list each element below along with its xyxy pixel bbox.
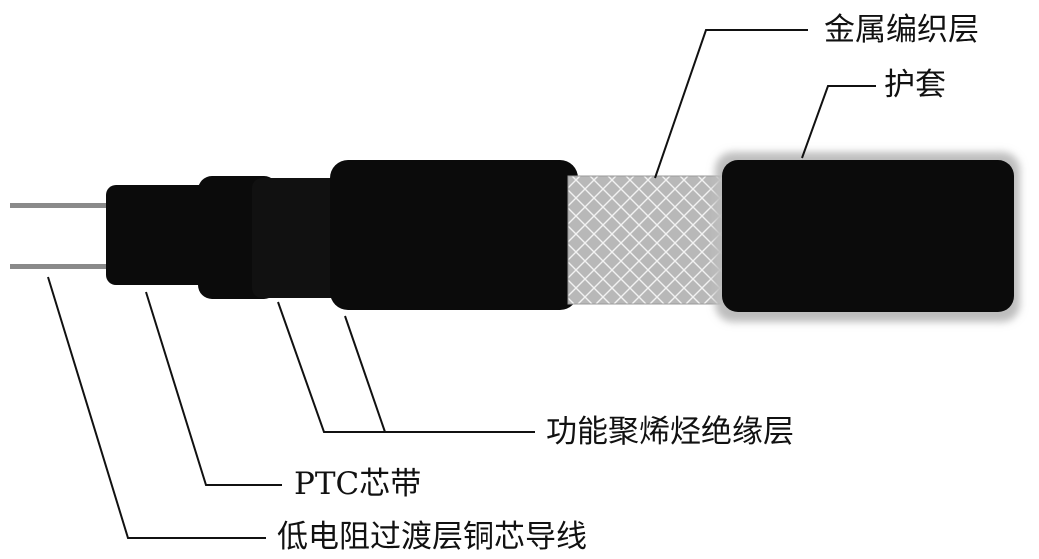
- label-copper-conductor: 低电阻过渡层铜芯导线: [277, 519, 587, 555]
- outer-insulation: [330, 160, 578, 310]
- metal-braid: [567, 175, 735, 305]
- jacket: [722, 160, 1014, 312]
- leader-insulation-a: [277, 301, 535, 433]
- leader-lines: [47, 29, 876, 539]
- leader-ptc: [145, 291, 282, 486]
- copper-wires: [10, 203, 110, 269]
- leader-copper: [47, 276, 266, 539]
- wire-bottom: [10, 264, 110, 269]
- label-jacket: 护套: [884, 67, 946, 103]
- leader-insulation-b: [344, 315, 386, 433]
- ptc-core-band: [106, 185, 226, 285]
- label-ptc-core: PTC芯带: [294, 466, 422, 502]
- leader-jacket: [801, 85, 876, 159]
- label-polyolefin-insulation: 功能聚烯烃绝缘层: [546, 414, 794, 450]
- label-metal-braid: 金属编织层: [824, 12, 979, 48]
- leader-metal-braid: [654, 29, 808, 179]
- wire-top: [10, 203, 110, 208]
